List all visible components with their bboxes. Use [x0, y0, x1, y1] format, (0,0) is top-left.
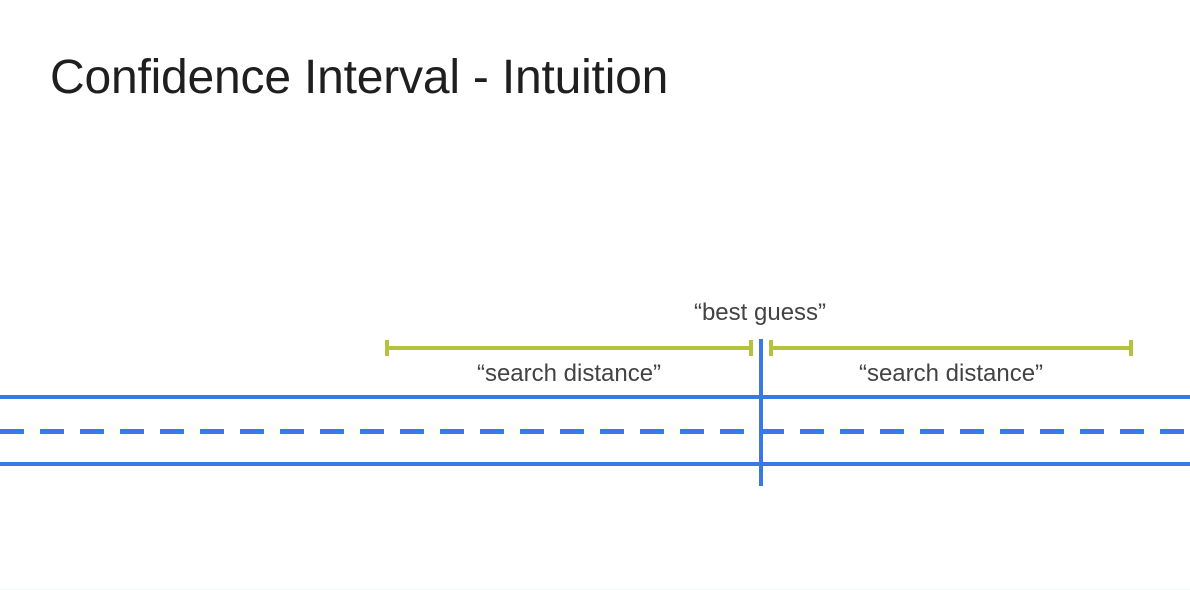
best-guess-vertical-marker [759, 339, 763, 486]
search-distance-bar-right-inner-cap [769, 340, 773, 356]
page-title: Confidence Interval - Intuition [50, 51, 669, 104]
search-distance-bar-left [385, 346, 753, 350]
search-distance-label-left: “search distance” [476, 360, 662, 387]
interval-lower-bound-line [0, 462, 1190, 466]
search-distance-bar-left-inner-cap [749, 340, 753, 356]
search-distance-bar-right [769, 346, 1133, 350]
best-guess-label: “best guess” [693, 299, 827, 326]
search-distance-bar-right-outer-cap [1129, 340, 1133, 356]
search-distance-bar-left-outer-cap [385, 340, 389, 356]
interval-upper-bound-line [0, 395, 1190, 399]
search-distance-label-right: “search distance” [858, 360, 1044, 387]
interval-center-dashed-line [0, 429, 1190, 434]
